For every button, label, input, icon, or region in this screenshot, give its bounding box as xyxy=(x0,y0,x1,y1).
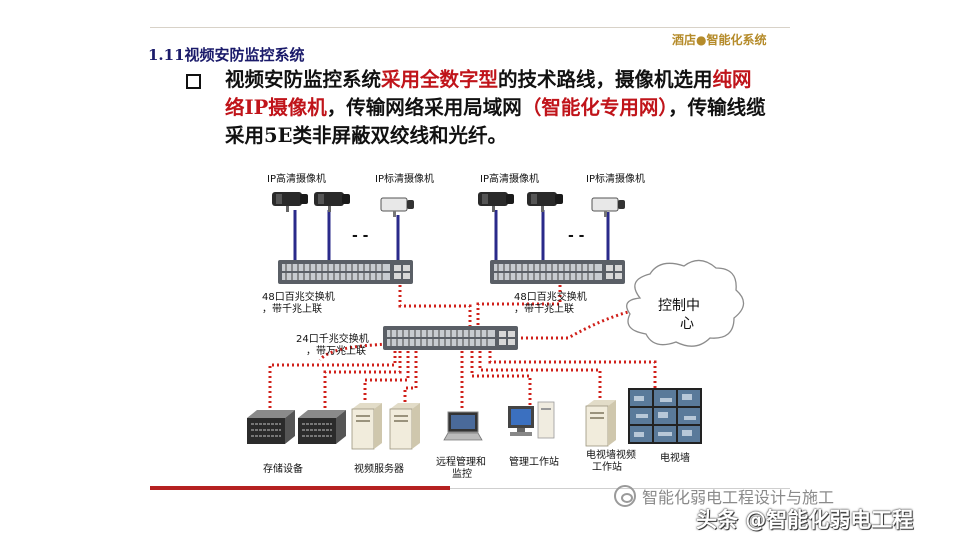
text-seg: ，传输网络采用局域网 xyxy=(326,96,522,119)
tvwall-workstation xyxy=(585,399,617,447)
ip-std-camera xyxy=(380,197,415,218)
switch48-right-label-1: 48口百兆交换机 xyxy=(514,290,587,303)
switch48-left-label-2: ，带千兆上联 xyxy=(262,303,322,315)
more-cameras-right: - - xyxy=(568,228,585,244)
storage-label: 存储设备 xyxy=(263,462,303,475)
watermark-toutiao: 头条 @智能化弱电工程 xyxy=(696,508,914,532)
video-server xyxy=(389,402,421,450)
ip-hd-camera xyxy=(314,192,350,212)
switch-24-port xyxy=(382,325,519,351)
more-cameras-left: - - xyxy=(352,228,369,244)
switch24-label-2: ，带万兆上联 xyxy=(306,345,366,357)
tv-wall xyxy=(628,388,702,444)
brand-label: 酒店●智能化系统 xyxy=(672,33,767,47)
network-links xyxy=(268,285,657,410)
management-workstation xyxy=(508,401,555,439)
cam-hd-left-label: IP高清摄像机 xyxy=(267,172,326,185)
switch-48-port-right xyxy=(489,259,626,285)
storage-device xyxy=(297,409,347,445)
mgmt-ws-label: 管理工作站 xyxy=(509,455,559,468)
video-server-label: 视频服务器 xyxy=(354,462,404,475)
ip-hd-camera xyxy=(272,192,308,212)
remote-label-2: 监控 xyxy=(452,467,472,480)
watermark-wechat: 智能化弱电工程设计与施工 xyxy=(614,484,834,508)
section-title: 1.11视频安防监控系统 xyxy=(148,46,305,64)
watermark-text-1: 智能化弱电工程设计与施工 xyxy=(642,488,835,507)
text-seg: ，传输线缆采用 xyxy=(225,96,766,147)
bullet-square xyxy=(186,74,201,89)
highlight-seg: 纯网络IP摄像机 xyxy=(225,68,752,119)
control-center-label-2: 心 xyxy=(680,316,694,332)
switch48-right-label-2: ，带千兆上联 xyxy=(514,303,574,315)
control-center-label-1: 控制中 xyxy=(658,298,700,314)
text-seg: 5E类非屏蔽双绞线和光纤。 xyxy=(264,124,507,147)
cam-hd-right-label: IP高清摄像机 xyxy=(480,172,539,185)
top-divider xyxy=(150,27,790,28)
camera-cables xyxy=(293,210,610,262)
switch-48-port-left xyxy=(277,259,414,285)
tvwall-ws-label-1: 电视墙视频 xyxy=(586,448,636,461)
switch48-left-label-1: 48口百兆交换机 xyxy=(262,290,335,303)
wechat-icon xyxy=(614,485,636,507)
cam-std-right-label: IP标清摄像机 xyxy=(586,172,645,185)
description-paragraph: 视频安防监控系统采用全数字型的技术路线，摄像机选用纯网络IP摄像机，传输网络采用… xyxy=(225,66,770,150)
tvwall-ws-label-2: 工作站 xyxy=(592,460,622,473)
highlight-seg: （智能化专用网） xyxy=(521,96,669,119)
highlight-seg: 采用全数字型 xyxy=(381,68,499,91)
cam-std-left-label: IP标清摄像机 xyxy=(375,172,434,185)
video-server xyxy=(351,402,383,450)
text-seg: 的技术路线，摄像机选用 xyxy=(498,68,713,91)
tvwall-label: 电视墙 xyxy=(660,451,690,464)
ip-hd-camera xyxy=(478,192,514,212)
storage-device xyxy=(246,409,296,445)
control-center-cloud xyxy=(626,259,745,347)
switch24-label-1: 24口千兆交换机 xyxy=(296,332,369,345)
remote-label-1: 远程管理和 xyxy=(436,455,486,468)
bottom-accent-bar xyxy=(150,486,450,490)
ip-hd-camera xyxy=(527,192,563,212)
text-seg: 视频安防监控系统 xyxy=(225,68,382,91)
laptop-icon xyxy=(443,411,483,441)
